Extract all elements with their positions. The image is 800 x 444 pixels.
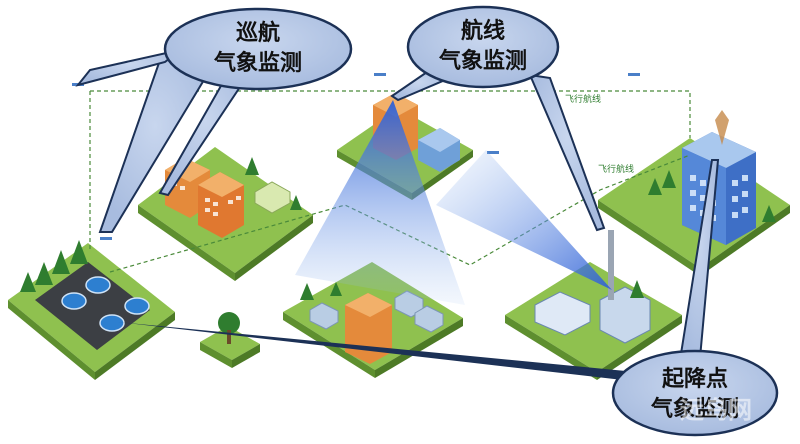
callout-cruise: 巡航 气象监测 [75,7,353,233]
radar-beam-main [295,100,465,305]
residential-platform [138,147,313,281]
tower-platform [598,110,790,276]
radar-beam-side [436,150,612,290]
tree-icon [20,240,88,292]
callout-takeoff-line2: 气象监测 [650,396,739,422]
watermark: 远鸟网 [680,396,752,424]
callout-cruise-line1: 巡航 [236,20,280,46]
callout-route-line2: 气象监测 [438,48,527,74]
callout-route: 航线 气象监测 [390,5,606,232]
flight-route [89,90,691,273]
callout-takeoff-line1: 起降点 [661,366,728,392]
takeoff-connector [118,322,640,382]
route-label-top: 飞行航线 [565,93,601,105]
callout-cruise-line2: 气象监测 [213,50,302,76]
tree-island [200,312,260,368]
station-platform [505,230,682,380]
callout-takeoff: 起降点 气象监测 [611,159,779,437]
route-label-right: 飞行航线 [598,163,634,175]
callout-route-line1: 航线 [461,18,505,44]
helipad-platform [8,240,175,380]
